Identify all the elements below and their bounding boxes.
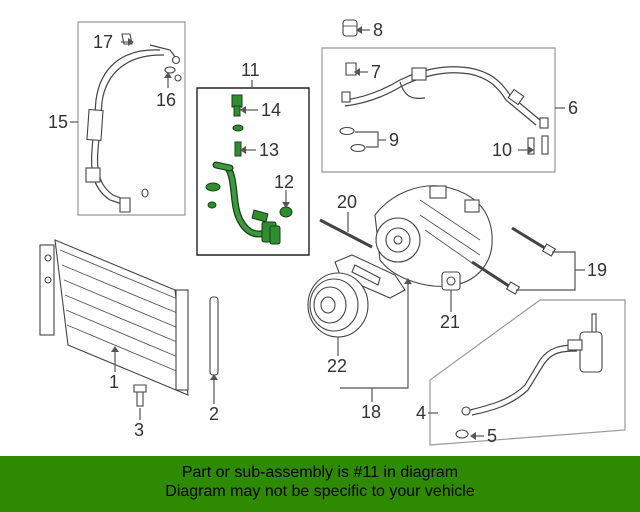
compressor (374, 185, 493, 287)
callout-7[interactable]: 7 (371, 62, 381, 82)
callout-6[interactable]: 6 (568, 98, 578, 118)
callout-3[interactable]: 3 (134, 420, 144, 440)
callout-17[interactable]: 17 (93, 32, 113, 52)
part-22-clutch-pulley (307, 272, 369, 338)
callout-22[interactable]: 22 (327, 356, 347, 376)
callout-4[interactable]: 4 (416, 403, 426, 423)
group-15-box (77, 21, 186, 216)
callout-leaders (70, 26, 585, 440)
part-19-studs (471, 226, 557, 295)
part-1-condenser (39, 239, 189, 396)
callout-5[interactable]: 5 (487, 426, 497, 446)
callout-11[interactable]: 11 (241, 60, 260, 80)
part-20-stud (319, 218, 373, 249)
callout-9[interactable]: 9 (389, 130, 399, 150)
part-3-bolt (133, 384, 147, 407)
part-8-cap (342, 19, 358, 37)
callout-14[interactable]: 14 (261, 100, 281, 120)
group-4-box (429, 299, 626, 446)
group-11-box (196, 87, 310, 256)
group-6-box (321, 47, 556, 173)
callout-16[interactable]: 16 (156, 90, 176, 110)
callout-10[interactable]: 10 (492, 140, 512, 160)
group-4-line-assembly (429, 299, 626, 446)
callout-21[interactable]: 21 (440, 312, 460, 332)
callout-13[interactable]: 13 (259, 140, 279, 160)
callout-18[interactable]: 18 (361, 402, 381, 422)
callout-1[interactable]: 1 (109, 372, 119, 392)
notice-line-1: Part or sub-assembly is #11 in diagram (181, 464, 459, 481)
notice-line-2: Diagram may not be specific to your vehi… (165, 483, 475, 500)
part-2-drier (209, 296, 219, 376)
callout-8[interactable]: 8 (373, 20, 383, 40)
group-6-line-assembly (321, 47, 556, 173)
callout-20[interactable]: 20 (337, 192, 357, 212)
callout-2[interactable]: 2 (209, 404, 219, 424)
part-21-nut (441, 271, 461, 291)
group-15-line-assembly (77, 21, 186, 216)
parts-diagram: 17 16 15 11 14 13 12 8 7 6 9 10 20 19 21… (39, 19, 626, 446)
callout-15[interactable]: 15 (48, 112, 68, 132)
notice-banner: Part or sub-assembly is #11 in diagram D… (0, 456, 640, 512)
callout-12[interactable]: 12 (274, 172, 294, 192)
group-11-suction-hose-assembly (196, 87, 310, 256)
callout-numbers: 17 16 15 11 14 13 12 8 7 6 9 10 20 19 21… (48, 20, 607, 446)
callout-19[interactable]: 19 (587, 260, 607, 280)
